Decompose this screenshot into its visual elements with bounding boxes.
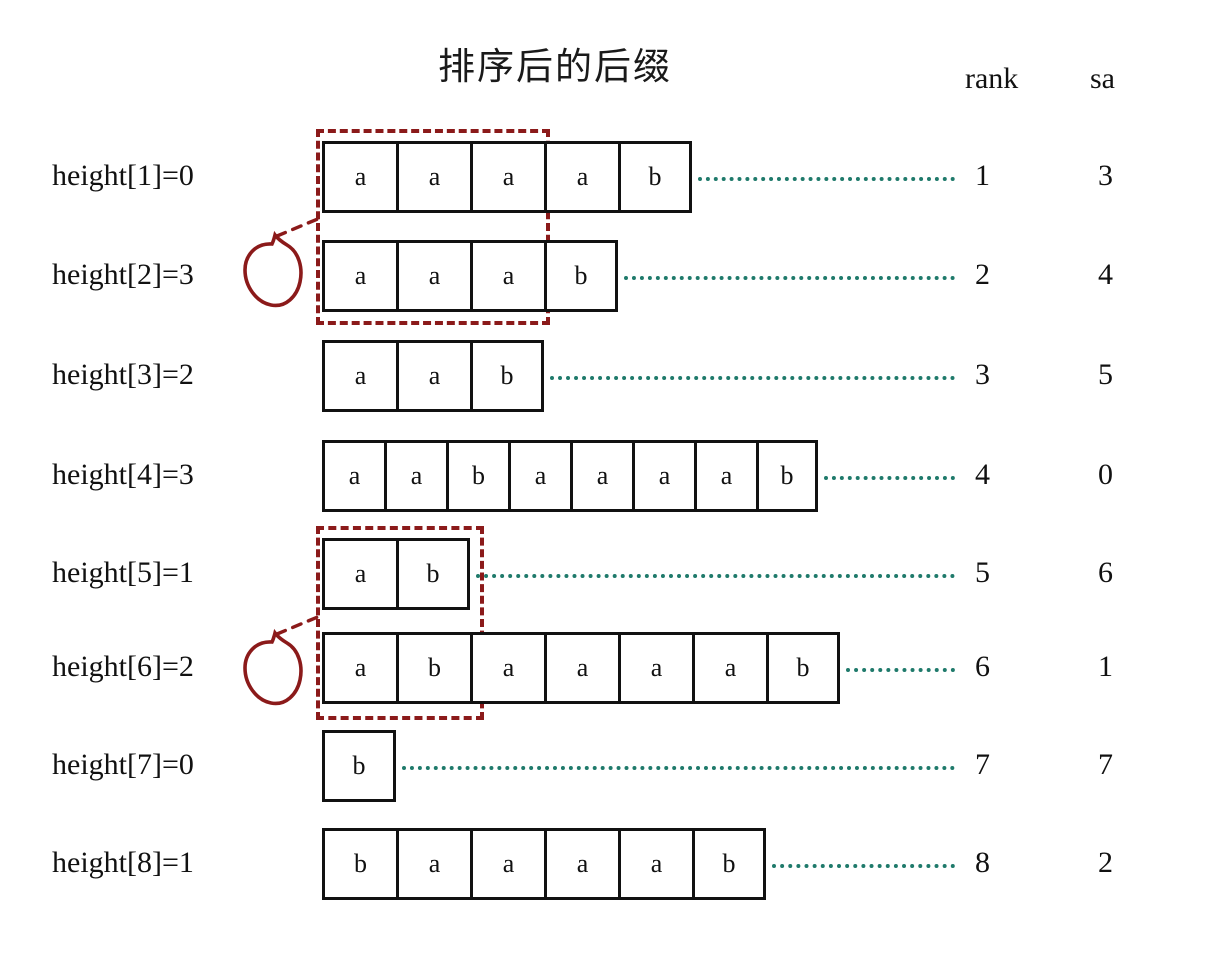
- sa-value-7: 7: [1098, 748, 1113, 781]
- leader-line-7: [402, 766, 955, 770]
- suffix-cell: a: [508, 440, 570, 512]
- suffix-cell: a: [570, 440, 632, 512]
- height-label-8: height[8]=1: [52, 846, 194, 879]
- sa-column-header: sa: [1090, 62, 1115, 95]
- rank-value-4: 4: [975, 458, 990, 491]
- suffix-cell: b: [446, 440, 508, 512]
- suffix-cell: b: [692, 828, 766, 900]
- lcp-highlight-box-rows-1-2: [316, 129, 550, 325]
- height-label-3: height[3]=2: [52, 358, 194, 391]
- suffix-cell: a: [694, 440, 756, 512]
- suffix-cell: a: [322, 538, 396, 610]
- sa-value-1: 3: [1098, 159, 1113, 192]
- suffix-cell: b: [618, 141, 692, 213]
- suffix-cell: a: [322, 340, 396, 412]
- sa-value-3: 5: [1098, 358, 1113, 391]
- rank-value-1: 1: [975, 159, 990, 192]
- suffix-cell: b: [766, 632, 840, 704]
- suffix-cell: b: [322, 730, 396, 802]
- suffix-cell: a: [322, 440, 384, 512]
- height-label-7: height[7]=0: [52, 748, 194, 781]
- lcp-highlight-box-rows-5-6: [316, 526, 484, 720]
- suffix-cell: b: [544, 240, 618, 312]
- leader-line-6: [846, 668, 955, 672]
- sa-value-6: 1: [1098, 650, 1113, 683]
- suffix-cell: a: [396, 340, 470, 412]
- sa-value-8: 2: [1098, 846, 1113, 879]
- suffix-strip-7: b: [322, 730, 396, 802]
- suffix-cell: b: [470, 340, 544, 412]
- suffix-cell: a: [470, 828, 544, 900]
- rank-value-6: 6: [975, 650, 990, 683]
- suffix-cell: a: [544, 141, 618, 213]
- rank-column-header: rank: [965, 62, 1019, 95]
- rank-value-5: 5: [975, 556, 990, 589]
- suffix-cell: a: [396, 141, 470, 213]
- leader-line-8: [772, 864, 955, 868]
- suffix-cell: a: [470, 240, 544, 312]
- suffix-cell: b: [396, 538, 470, 610]
- leader-line-4: [824, 476, 955, 480]
- annotation-circle-3: [225, 212, 345, 332]
- rank-value-7: 7: [975, 748, 990, 781]
- suffix-cell: a: [322, 240, 396, 312]
- leader-line-1: [698, 177, 955, 181]
- height-label-1: height[1]=0: [52, 159, 194, 192]
- suffix-cell: a: [544, 632, 618, 704]
- annotation-circle-2: [225, 610, 345, 730]
- rank-value-8: 8: [975, 846, 990, 879]
- suffix-cell: a: [470, 141, 544, 213]
- suffix-cell: b: [322, 828, 396, 900]
- suffix-cell: a: [396, 828, 470, 900]
- height-label-4: height[4]=3: [52, 458, 194, 491]
- suffix-cell: a: [544, 828, 618, 900]
- page-title: 排序后的后缀: [438, 45, 672, 88]
- sa-value-4: 0: [1098, 458, 1113, 491]
- suffix-cell: a: [322, 632, 396, 704]
- suffix-cell: a: [384, 440, 446, 512]
- suffix-cell: a: [470, 632, 544, 704]
- suffix-cell: a: [692, 632, 766, 704]
- suffix-cell: a: [322, 141, 396, 213]
- sa-value-2: 4: [1098, 258, 1113, 291]
- height-label-2: height[2]=3: [52, 258, 194, 291]
- leader-line-2: [624, 276, 955, 280]
- suffix-cell: b: [756, 440, 818, 512]
- suffix-cell: a: [396, 240, 470, 312]
- sa-value-5: 6: [1098, 556, 1113, 589]
- suffix-cell: a: [632, 440, 694, 512]
- suffix-cell: a: [618, 828, 692, 900]
- height-label-5: height[5]=1: [52, 556, 194, 589]
- rank-value-3: 3: [975, 358, 990, 391]
- suffix-cell: a: [618, 632, 692, 704]
- suffix-cell: b: [396, 632, 470, 704]
- leader-line-3: [550, 376, 955, 380]
- height-label-6: height[6]=2: [52, 650, 194, 683]
- rank-value-2: 2: [975, 258, 990, 291]
- leader-line-5: [476, 574, 955, 578]
